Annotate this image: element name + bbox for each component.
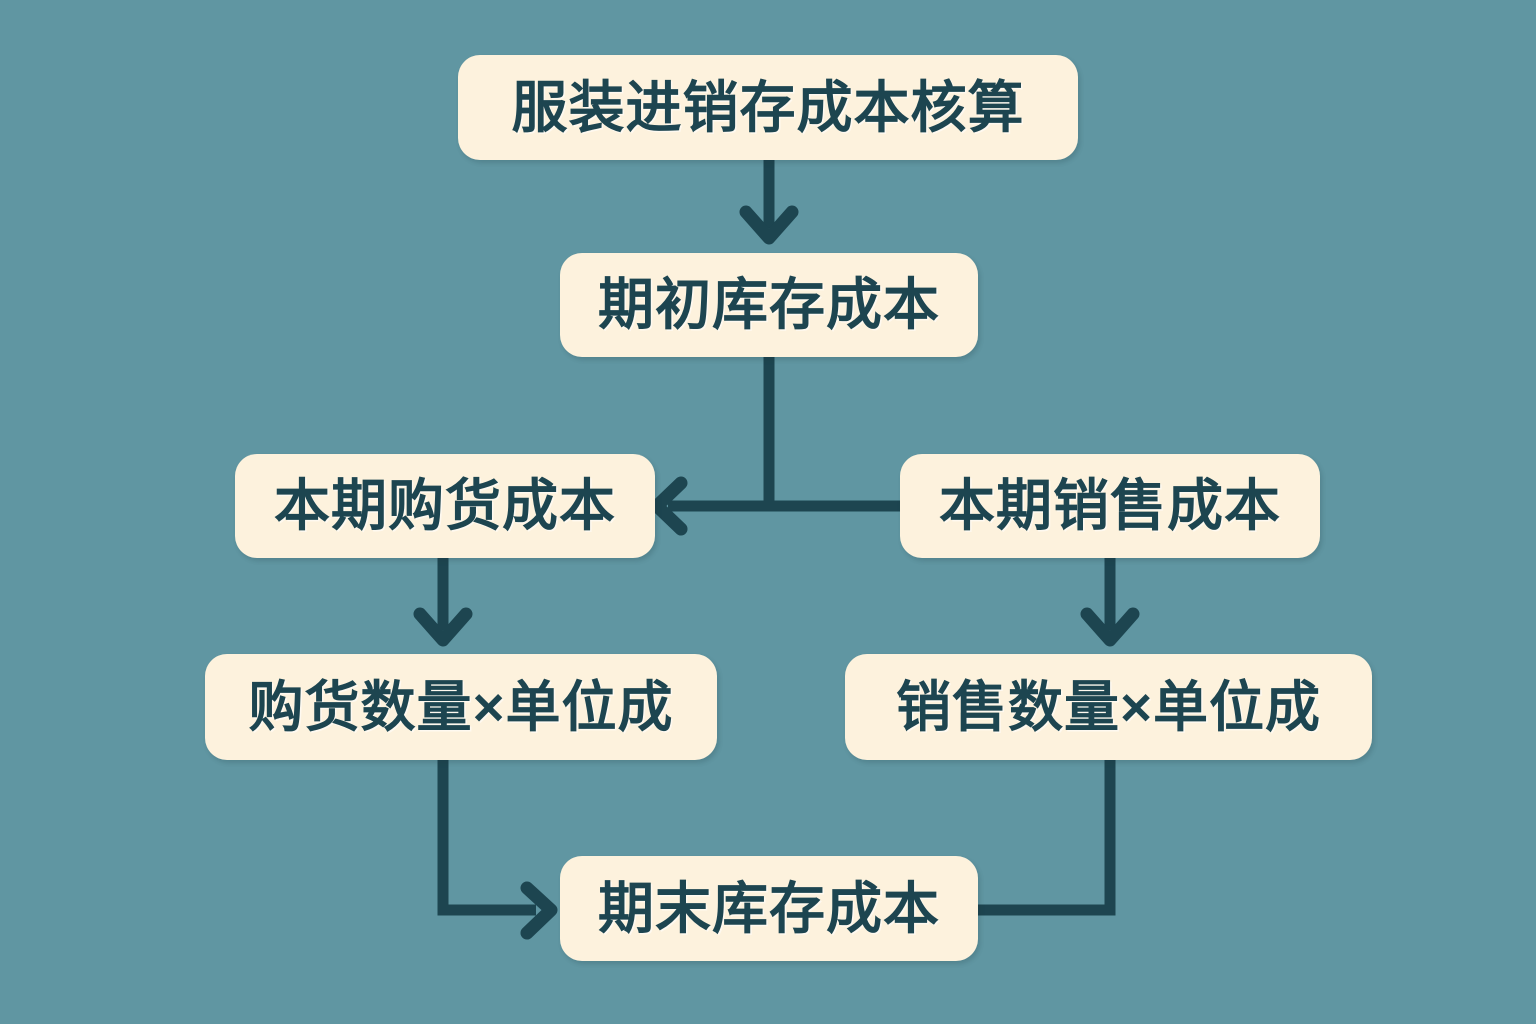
node-title[interactable]: 服装进销存成本核算 <box>458 55 1078 160</box>
node-closing-stock[interactable]: 期末库存成本 <box>560 856 978 961</box>
node-title-label: 服装进销存成本核算 <box>511 75 1025 139</box>
edge-purchase-cost-to-purchase-formula <box>413 558 473 647</box>
node-purchase-formula[interactable]: 购货数量×单位成 <box>205 654 717 760</box>
node-opening-stock-label: 期初库存成本 <box>598 273 940 336</box>
node-opening-stock[interactable]: 期初库存成本 <box>560 253 978 357</box>
edge-purchase-formula-to-closing-stock <box>437 760 558 940</box>
edge-sales-formula-to-closing-stock <box>978 760 1116 916</box>
node-purchase-cost-label: 本期购货成本 <box>274 474 616 537</box>
edge-sales-cost-to-sales-formula <box>1080 558 1140 647</box>
edge-title-to-opening-stock <box>739 160 799 245</box>
node-purchase-cost[interactable]: 本期购货成本 <box>235 454 655 558</box>
node-purchase-formula-label: 购货数量×单位成 <box>248 675 674 738</box>
node-sales-formula[interactable]: 销售数量×单位成 <box>845 654 1372 760</box>
edge-opening-stock-to-purchase-cost <box>650 357 775 536</box>
node-sales-cost-label: 本期销售成本 <box>939 474 1281 537</box>
node-sales-cost[interactable]: 本期销售成本 <box>900 454 1320 558</box>
node-closing-stock-label: 期末库存成本 <box>598 876 940 940</box>
node-sales-formula-label: 销售数量×单位成 <box>895 675 1322 738</box>
